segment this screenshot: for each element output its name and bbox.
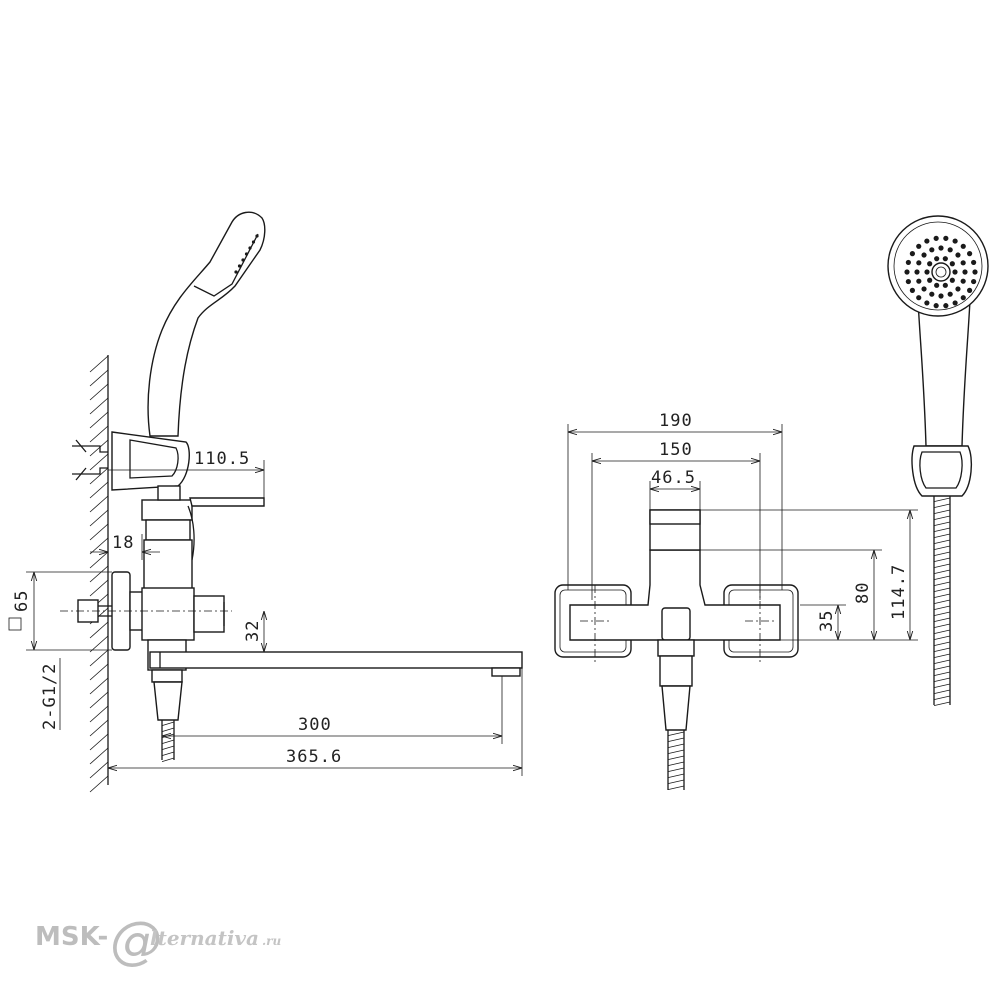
hand-shower-front bbox=[887, 215, 989, 706]
watermark-prefix: MSK- bbox=[35, 922, 108, 952]
diverter-knob bbox=[661, 607, 691, 641]
dim-114-7: 114.7 bbox=[889, 564, 909, 620]
wall-inlets bbox=[72, 439, 108, 481]
dim-190: 190 bbox=[659, 411, 693, 431]
front-view: 190 150 46.5 114.7 80 35 bbox=[554, 411, 918, 790]
hose-front bbox=[667, 730, 685, 790]
dim-110-5: 110.5 bbox=[194, 449, 250, 469]
watermark: MSK- @ lternativa .ru bbox=[35, 911, 282, 971]
wall bbox=[89, 355, 109, 793]
mixer-body-side bbox=[77, 485, 265, 721]
dim-35: 35 bbox=[817, 610, 837, 632]
spout-side bbox=[149, 651, 523, 677]
dim-65: 65 bbox=[12, 590, 32, 612]
dim-80: 80 bbox=[853, 582, 873, 604]
watermark-suffix: lternativa bbox=[150, 926, 259, 950]
dim-18: 18 bbox=[112, 533, 134, 553]
front-dimensions bbox=[567, 424, 918, 641]
dim-46-5: 46.5 bbox=[651, 468, 696, 488]
dim-32: 32 bbox=[243, 620, 263, 642]
mixer-body-front bbox=[569, 549, 781, 641]
thread-spec: 2-G1/2 bbox=[40, 663, 60, 730]
hose-side bbox=[161, 720, 175, 762]
hand-shower-side bbox=[111, 211, 266, 491]
side-dimensions bbox=[8, 460, 523, 776]
side-view: 110.5 18 65 32 2-G1/2 300 365.6 bbox=[8, 211, 523, 793]
dim-150: 150 bbox=[659, 440, 693, 460]
watermark-tld: .ru bbox=[262, 934, 282, 948]
dim-365-6: 365.6 bbox=[286, 747, 342, 767]
watermark-at: @ bbox=[110, 911, 162, 971]
dim-300: 300 bbox=[298, 715, 332, 735]
